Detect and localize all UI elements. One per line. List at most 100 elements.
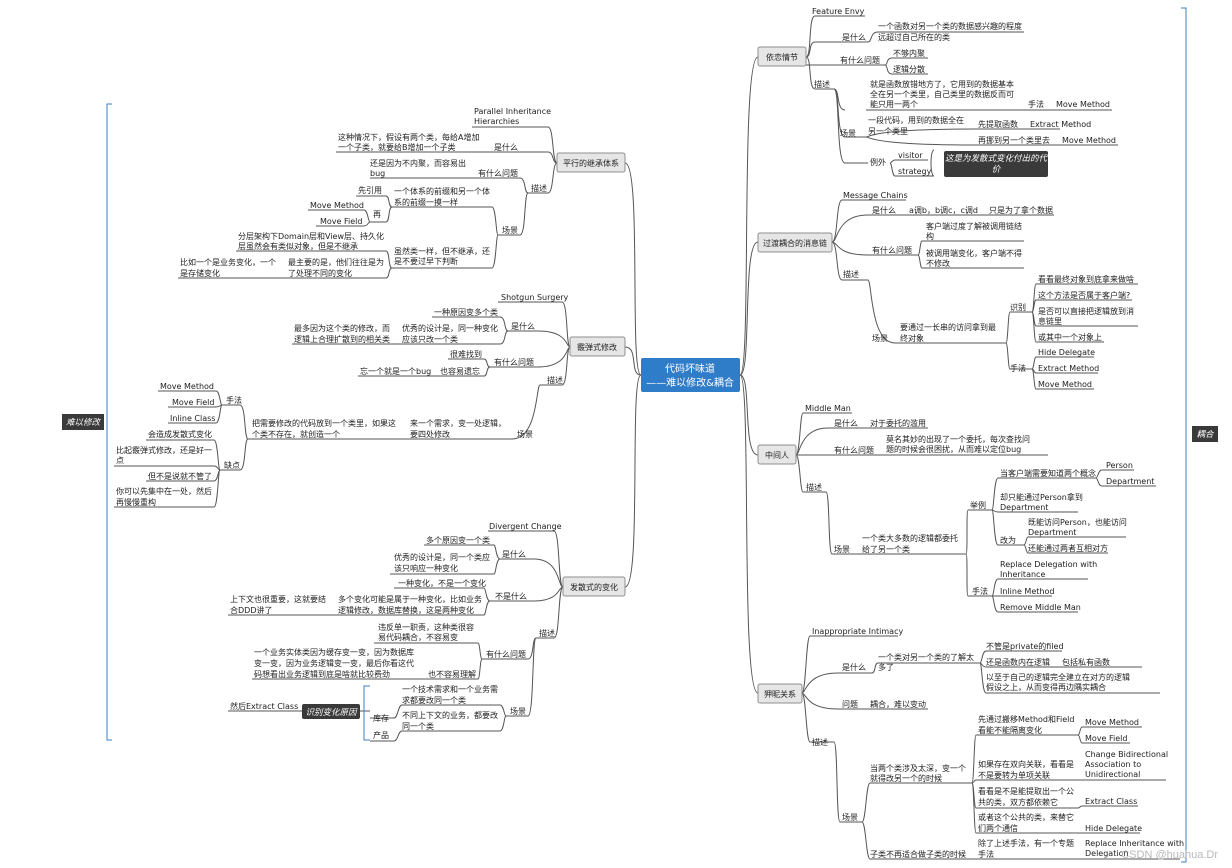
leaf: 多个原因变一个类 bbox=[426, 535, 490, 545]
leaf: 忘一个就是一个bug bbox=[360, 366, 431, 376]
topic-method: 手法 bbox=[226, 395, 242, 405]
leaf: 虽然类一样，但不继承，还 bbox=[394, 246, 490, 256]
branch-parallel-inheritance[interactable]: 平行的继承体系 bbox=[556, 152, 626, 173]
note-text: 这是为发散式变化付出的代 bbox=[945, 153, 1049, 164]
leaf: 看看是不是能提取出一个公 bbox=[978, 786, 1074, 796]
topic-scene: 场景 bbox=[840, 129, 856, 138]
leaf: 以至于自己的逻辑完全建立在对方的逻辑 bbox=[986, 672, 1130, 682]
leaf: 还是因为不内聚，而容易出 bbox=[370, 158, 466, 168]
leaf: 同一个类 bbox=[402, 721, 434, 731]
leaf: 应该只改一个类 bbox=[402, 334, 458, 344]
leaf: strategy bbox=[898, 167, 932, 176]
leaf: 却只能通过Person拿到 bbox=[1000, 492, 1083, 502]
leaf: 再挪到另一个类里去 bbox=[978, 135, 1050, 145]
subtree-feature-envy: Feature Envy 是什么 一个函数对另一个类的数据感兴趣的程度 远超过自… bbox=[812, 7, 1116, 176]
branch-message-chains[interactable]: 过渡耦合的消息链 bbox=[757, 232, 833, 253]
note-identify-change-reason[interactable]: 识别变化原因 bbox=[302, 704, 360, 719]
topic-desc: 描述 bbox=[547, 375, 563, 385]
leaf: 这种情况下，假设有两个类，每给A增加 bbox=[338, 132, 479, 142]
topic-scene: 场景 bbox=[510, 707, 526, 716]
leaf: 不够内聚 bbox=[893, 48, 925, 58]
subtree-divergent-change: Divergent Change 是什么 多个原因变一个类 优秀的设计是，同一个… bbox=[230, 522, 562, 740]
leaf-technique: Replace Delegation with bbox=[1000, 560, 1097, 569]
topic-name: Middle Man bbox=[805, 404, 851, 413]
leaf: 最多因为这个类的修改，而 bbox=[294, 323, 390, 333]
leaf: 就得改另一个的时候 bbox=[870, 773, 942, 783]
leaf: 库存 bbox=[373, 713, 389, 723]
topic-problem: 有什么问题 bbox=[840, 55, 880, 65]
leaf: 点 bbox=[116, 456, 124, 465]
leaf: 了处理不同的变化 bbox=[288, 268, 352, 278]
leaf-technique: Inline Method bbox=[1000, 587, 1054, 596]
leaf: 看能不能隔离变化 bbox=[978, 725, 1042, 735]
note-divergent-cost[interactable]: 这是为发散式变化付出的代 价 bbox=[944, 151, 1048, 177]
leaf: 是否可以直接把逻辑放到消 bbox=[1038, 306, 1134, 316]
leaf: 先提取函数 bbox=[978, 119, 1018, 129]
leaf: 被调用端变化，客户端不得 bbox=[926, 248, 1022, 258]
leaf-technique: Change Bidirectional bbox=[1085, 750, 1168, 759]
leaf: 子类不再适合做子类的时候 bbox=[870, 849, 966, 859]
watermark: CSDN @huahua.Dr bbox=[1121, 849, 1218, 861]
leaf: visitor bbox=[898, 151, 923, 160]
leaf: 多个变化可能是属于一种变化，比如业务 bbox=[338, 594, 482, 604]
leaf: 逻辑上合理扩散到的相关类 bbox=[294, 334, 390, 344]
leaf: Person bbox=[1106, 461, 1133, 470]
branch-shotgun-surgery[interactable]: 霰弹式修改 bbox=[569, 336, 626, 357]
side-label-text-left: 难以修改 bbox=[66, 417, 102, 428]
leaf: 当客户端需要知道两个概念 bbox=[1000, 468, 1096, 478]
leaf: 比如一个是业务变化，一个 bbox=[180, 257, 276, 267]
root-node[interactable]: 代码坏味道 ——难以修改&耦合 bbox=[641, 358, 740, 392]
topic-desc: 描述 bbox=[539, 628, 555, 638]
leaf: 就是函数放错地方了，它用到的数据基本 bbox=[870, 79, 1014, 89]
topic-flaw: 缺点 bbox=[224, 460, 240, 470]
topic-desc: 描述 bbox=[812, 737, 828, 747]
branch-feature-envy[interactable]: 依恋情节 bbox=[757, 46, 807, 67]
branch-divergent-change[interactable]: 发散式的变化 bbox=[562, 576, 626, 597]
leaf: 多了 bbox=[878, 662, 894, 672]
leaf: 这个方法是否属于客户端? bbox=[1038, 290, 1130, 300]
leaf: 个类不存在，就创造一个 bbox=[252, 429, 340, 439]
leaf: 要通过一长串的访问拿到最 bbox=[900, 322, 996, 332]
leaf: 不是要转为单项关联 bbox=[978, 770, 1050, 780]
leaf: 终对象 bbox=[900, 333, 924, 343]
leaf: 先通过搬移Method和Field bbox=[978, 714, 1074, 724]
branch-label: 霰弹式修改 bbox=[577, 342, 617, 352]
topic-identify: 识别 bbox=[1010, 303, 1026, 312]
leaf: 假设之上，从而变得再边隅实耦合 bbox=[986, 682, 1106, 692]
leaf: Department bbox=[1028, 528, 1076, 537]
topic-what: 是什么 bbox=[511, 321, 535, 331]
leaf: 客户端过度了解被调用链结 bbox=[926, 221, 1022, 231]
leaf: 息链里 bbox=[1038, 316, 1062, 326]
topic-change: 改为 bbox=[1000, 535, 1016, 545]
leaf: 码想看出业务逻辑到底是啥就比较费劲 bbox=[254, 669, 390, 679]
leaf: 一个类对另一个类的了解太 bbox=[878, 652, 974, 662]
topic-exception: 例外 bbox=[870, 157, 886, 167]
leaf: 一个体系的前缀和另一个体 bbox=[394, 186, 490, 196]
leaf: 但不是说就不管了 bbox=[148, 471, 212, 481]
topic-method: 手法 bbox=[1010, 363, 1026, 373]
leaf: 包括私有函数 bbox=[1062, 657, 1110, 667]
leaf: Department bbox=[1106, 477, 1154, 486]
topic-problem: 有什么问题 bbox=[872, 245, 912, 255]
leaf: 最主要的是，他们往往是为 bbox=[288, 257, 384, 267]
branch-middle-man[interactable]: 中间人 bbox=[757, 444, 797, 465]
connector-lines bbox=[114, 15, 1180, 860]
leaf: bug bbox=[370, 169, 385, 178]
leaf-technique: Move Method bbox=[1038, 380, 1092, 389]
leaf-technique: Delegation bbox=[1085, 849, 1129, 858]
topic-desc: 描述 bbox=[843, 269, 859, 279]
topic-what: 是什么 bbox=[494, 142, 518, 152]
leaf: 违反单一职责，这种类很容 bbox=[378, 622, 474, 632]
leaf: 不管是private的filed bbox=[986, 641, 1064, 651]
leaf: 来一个需求，变一处逻辑， bbox=[410, 418, 506, 428]
leaf: 或其中一个对象上 bbox=[1038, 332, 1102, 342]
topic-desc: 描述 bbox=[814, 79, 830, 89]
root-subtitle: ——难以修改&耦合 bbox=[646, 376, 734, 389]
topic-name: Inappropriate Intimacy bbox=[812, 627, 903, 636]
leaf-technique: Move Method bbox=[1062, 136, 1116, 145]
branch-inappropriate-intimacy[interactable]: 狎昵关系 bbox=[757, 683, 803, 704]
leaf: 共的类，双方都依赖它 bbox=[978, 797, 1058, 807]
subtree-parallel-inheritance: Parallel Inheritance Hierarchies 是什么 这种情… bbox=[180, 107, 551, 278]
leaf-technique: Move Field bbox=[1085, 734, 1127, 743]
